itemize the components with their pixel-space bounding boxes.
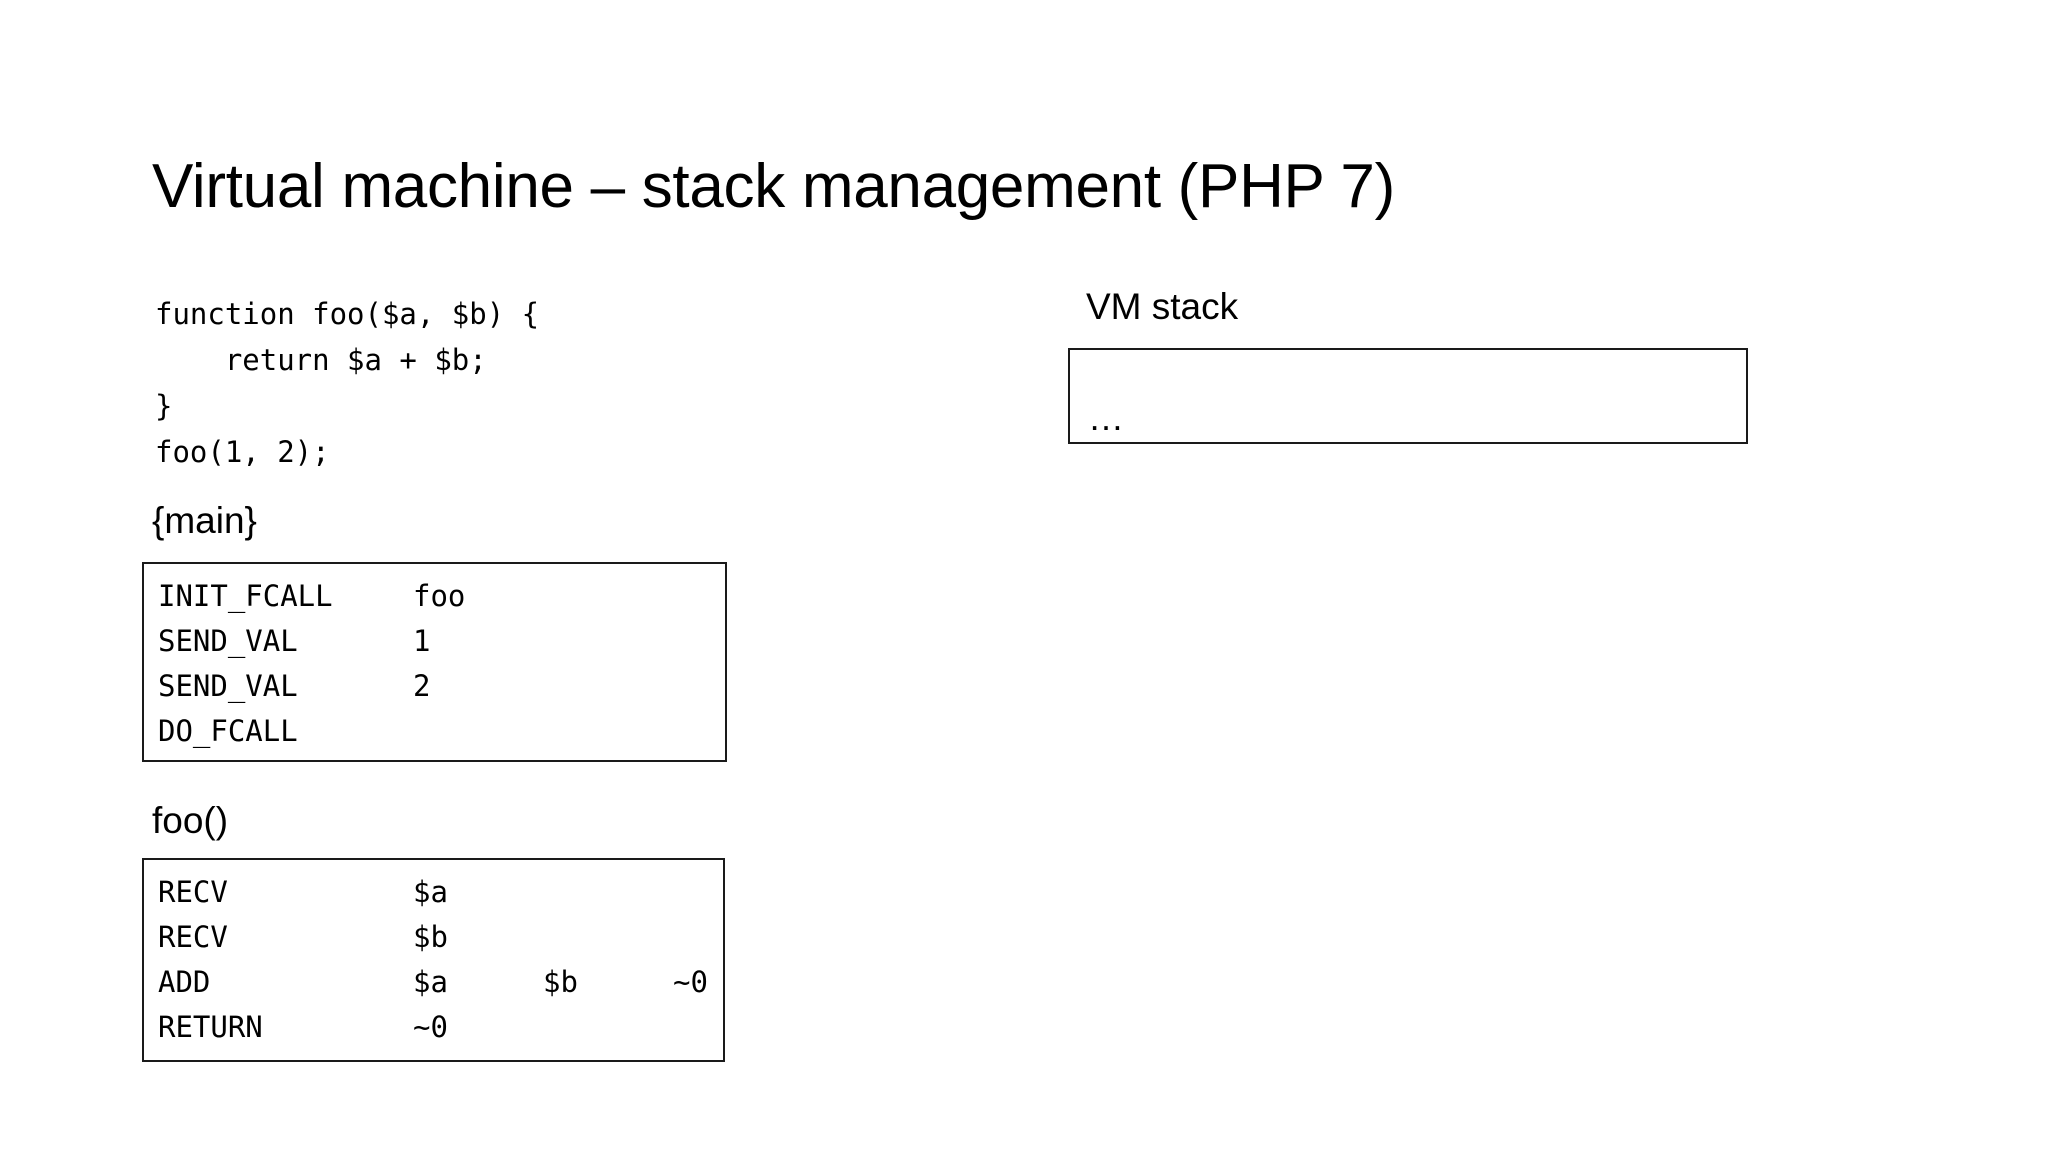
opcode-name: SEND_VAL <box>158 624 298 658</box>
opcode-operand: 2 <box>413 669 431 703</box>
opcode-operand: $a <box>413 875 448 909</box>
opcode-name: SEND_VAL <box>158 669 298 703</box>
opcode-row: RETURN ~0 <box>144 1005 723 1050</box>
opcode-operand: $a <box>413 965 448 999</box>
vm-stack-box: … <box>1068 348 1748 444</box>
page-title: Virtual machine – stack management (PHP … <box>152 151 1395 221</box>
opcode-operand: $b <box>543 965 578 999</box>
opcode-row: INIT_FCALL foo <box>144 574 725 619</box>
opcode-name: ADD <box>158 965 211 999</box>
vm-stack-label: VM stack <box>1086 286 1239 327</box>
opcode-row: SEND_VAL 2 <box>144 664 725 709</box>
opcode-row: ADD $a $b ~0 <box>144 960 723 1005</box>
opcode-operand: $b <box>413 920 448 954</box>
opcode-row: RECV $a <box>144 870 723 915</box>
opcode-operand: foo <box>413 579 466 613</box>
vm-stack-frame: … <box>1088 397 1124 438</box>
opcode-operand: 1 <box>413 624 431 658</box>
opcode-row: RECV $b <box>144 915 723 960</box>
opcode-row: DO_FCALL <box>144 709 725 754</box>
opcode-operand: ~0 <box>413 1010 448 1044</box>
opcode-operand: ~0 <box>673 965 708 999</box>
php-source-code: function foo($a, $b) { return $a + $b; }… <box>155 297 540 469</box>
opcode-name: DO_FCALL <box>158 714 298 748</box>
foo-section-heading: foo() <box>152 800 229 841</box>
opcode-name: INIT_FCALL <box>158 579 333 613</box>
main-section-heading: {main} <box>152 500 257 541</box>
opcode-name: RETURN <box>158 1010 263 1044</box>
opcode-row: SEND_VAL 1 <box>144 619 725 664</box>
opcode-name: RECV <box>158 875 228 909</box>
opcode-name: RECV <box>158 920 228 954</box>
